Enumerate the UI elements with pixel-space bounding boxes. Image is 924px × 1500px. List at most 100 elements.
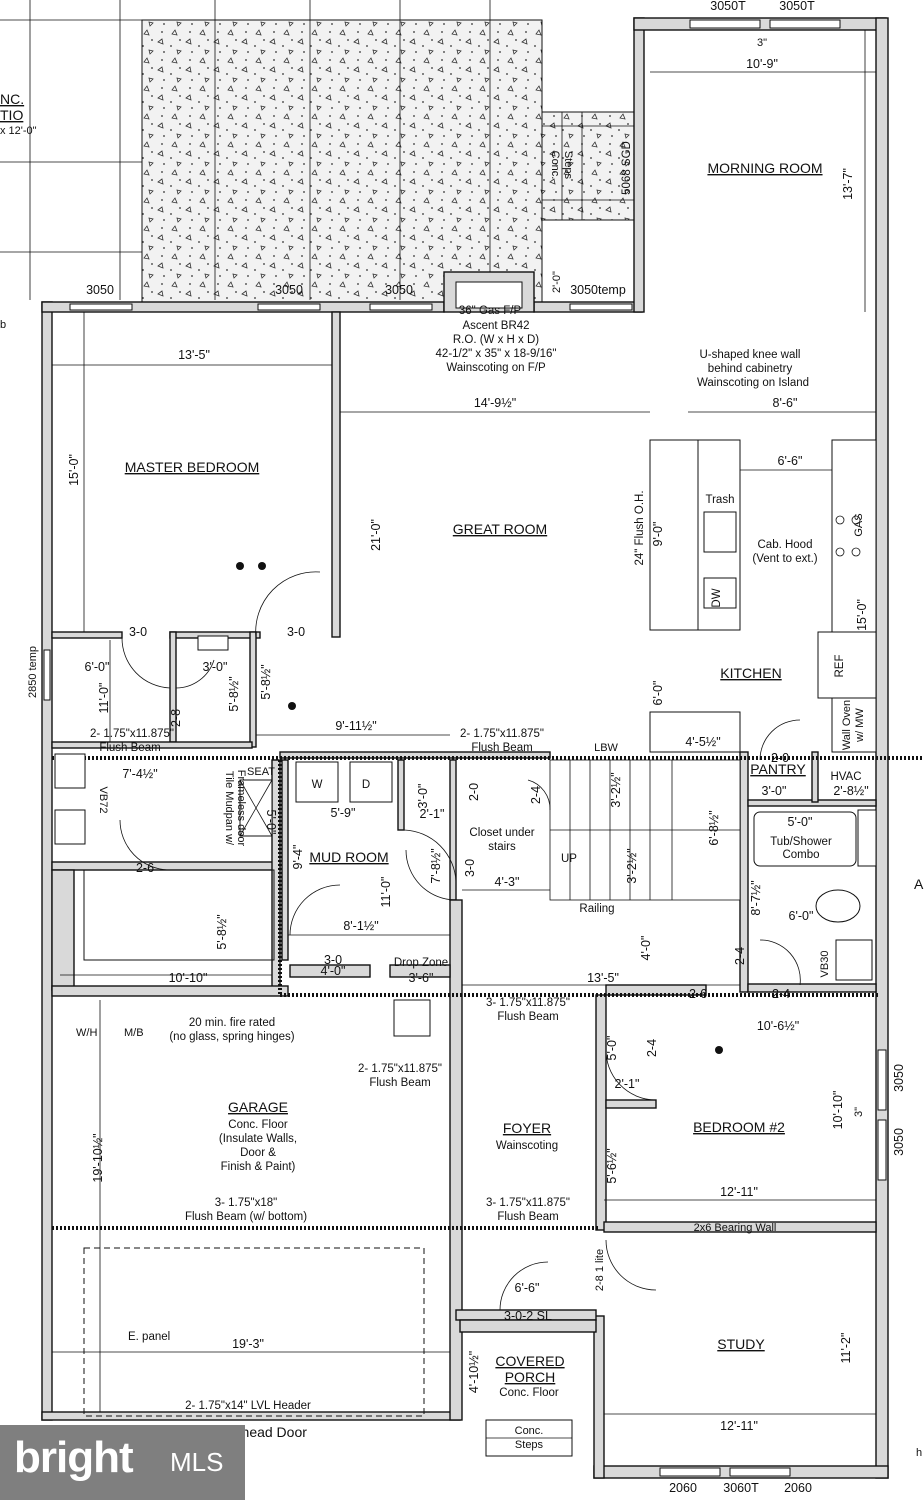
- room-patio-1: NC.: [0, 91, 24, 107]
- dim-d1211: 12'-11": [720, 1185, 758, 1199]
- room-patio-2: TIO: [0, 107, 23, 123]
- sgd-label: 5068 SGD: [621, 141, 633, 195]
- bedroom-light-icon: [715, 1046, 723, 1054]
- closet-outline: [83, 869, 275, 961]
- window-label-right-1: 3050: [892, 1064, 906, 1092]
- garage-detail-4: Finish & Paint): [221, 1161, 296, 1173]
- fireplace-note-5: Wainscoting on F/P: [446, 362, 546, 374]
- fire-door-1: 20 min. fire rated: [189, 1017, 275, 1029]
- dim-d410: 4'-10½": [467, 1351, 481, 1393]
- room-bedroom-2: BEDROOM #2: [693, 1119, 785, 1135]
- dim-d32a: 3'-2½": [609, 772, 623, 807]
- closet-note-2: stairs: [488, 841, 516, 853]
- lvl-header-label: 2- 1.75"x14" LVL Header: [185, 1400, 311, 1412]
- tub-note-1: Tub/Shower: [770, 836, 832, 848]
- hood-note-2: (Vent to ext.): [752, 553, 817, 565]
- dim-d3in: 3": [853, 1107, 865, 1117]
- dim-kitchen-150: 15'-0": [855, 599, 869, 631]
- room-covered-porch-1: COVERED: [495, 1353, 564, 1369]
- dim-d78: 7'-8½": [429, 848, 443, 883]
- sliding-door-label: 3-0-2 SL: [504, 1309, 552, 1323]
- dim-d60: 6'-0": [85, 660, 110, 674]
- dim-fp-20: 2'-0": [551, 271, 563, 293]
- beam-garage-1: 3- 1.75"x18": [215, 1197, 278, 1209]
- beam-foyer-top-1: 3- 1.75"x11.875": [486, 997, 570, 1009]
- dim-d36: 3'-6": [409, 971, 434, 985]
- watermark-brand: bright: [14, 1433, 134, 1482]
- dim-d110b: 11'-0": [379, 877, 393, 908]
- fireplace-note-1: 36" Gas F/P: [459, 305, 522, 317]
- knee-wall-note-1: U-shaped knee wall: [699, 349, 800, 361]
- dim-d26: 2-6: [136, 861, 154, 875]
- room-garage: GARAGE: [228, 1099, 288, 1115]
- dim-d1010: 10'-10": [169, 971, 208, 985]
- dim-morning-3: 3": [757, 37, 767, 49]
- knee-wall-note-3: Wainscoting on Island: [697, 377, 809, 389]
- dim-d193: 19'-3": [232, 1337, 264, 1351]
- dim-d21: 2'-1": [420, 807, 445, 821]
- dim-d30b: 3-0: [287, 625, 305, 639]
- conc-steps-bottom-1: Conc.: [515, 1425, 544, 1437]
- window-label-2: 3050: [275, 283, 303, 297]
- dim-d40b: 4'-0": [639, 936, 653, 961]
- dim-d58a: 5'-8½": [227, 676, 241, 711]
- mudpan-2: Frameless door: [235, 770, 247, 847]
- garage-door-outline: [83, 1247, 425, 1417]
- ceiling-fan-icon: [258, 562, 266, 570]
- room-mud-room: MUD ROOM: [309, 849, 388, 865]
- washer-label: W: [312, 779, 323, 791]
- fireplace-note-4: 42-1/2" x 35" x 18-9/16": [436, 348, 557, 360]
- conc-steps-top-1: Conc.: [549, 151, 561, 180]
- knee-wall-note-2: behind cabinetry: [708, 363, 793, 375]
- lbw-label: LBW: [594, 742, 618, 754]
- room-master-bedroom: MASTER BEDROOM: [125, 459, 260, 475]
- bearing-wall-label: 2x6 Bearing Wall: [694, 1222, 777, 1234]
- ceiling-fixture-icon: [236, 562, 244, 570]
- dim-d74: 7'-4½": [122, 767, 157, 781]
- dim-morning-h: 13'-7": [841, 168, 855, 200]
- dim-d30c: 3'-0": [203, 660, 228, 674]
- dim-d94: 9'-4": [291, 845, 305, 870]
- door-swings: [119, 571, 801, 1311]
- gas-label: GAS: [853, 513, 865, 536]
- wall-oven-1: Wall Oven: [841, 700, 853, 750]
- dim-kitchen-90: 9'-0": [651, 522, 665, 547]
- window-label-4: 3050temp: [570, 283, 626, 297]
- dim-d24d: 2-4: [645, 1039, 659, 1057]
- garage-detail-2: (Insulate Walls,: [219, 1133, 297, 1145]
- hood-note-1: Cab. Hood: [758, 539, 813, 551]
- conc-steps-bottom-2: Steps: [515, 1439, 544, 1451]
- closet-note-1: Closet under: [469, 827, 534, 839]
- dimension-lines: [52, 30, 876, 1415]
- dim-kitchen-60: 6'-0": [651, 681, 665, 706]
- dim-great-w: 14'-9½": [474, 396, 516, 410]
- tub-note-2: Combo: [782, 849, 819, 861]
- dim-d87: 8'-7½": [749, 880, 763, 915]
- dim-d28b: 2'-8½": [833, 784, 868, 798]
- beam-foyer-1: 3- 1.75"x11.875": [486, 1197, 570, 1209]
- dryer-label: D: [362, 779, 370, 791]
- dim-d21b: 2'-1": [615, 1077, 640, 1091]
- dim-d43: 4'-3": [495, 875, 520, 889]
- room-great-room: GREAT ROOM: [453, 521, 547, 537]
- beams: [52, 756, 924, 1230]
- dim-d56: 5'-6½": [605, 1148, 619, 1183]
- mb-label: M/B: [124, 1027, 144, 1039]
- overhead-door-label: erhead Door: [229, 1424, 307, 1440]
- beam-garage-2: Flush Beam (w/ bottom): [185, 1211, 307, 1223]
- dim-great-h: 21'-0": [369, 519, 383, 551]
- edge-h-label: h: [916, 1447, 922, 1459]
- fireplace-note-3: R.O. (W x H x D): [453, 334, 539, 346]
- bath-fixtures: [54, 635, 877, 1037]
- beam-garage-top-2: Flush Beam: [369, 1077, 430, 1089]
- dim-d1211b: 12'-11": [720, 1419, 758, 1433]
- dim-d24: 2-4: [529, 786, 543, 804]
- room-covered-porch-2: PORCH: [505, 1369, 556, 1385]
- dim-d60b: 6'-0": [789, 909, 814, 923]
- beam-foyer-2: Flush Beam: [497, 1211, 558, 1223]
- dim-d26b: 2-6: [689, 987, 707, 1001]
- light-fixture-icon: [288, 702, 296, 710]
- room-foyer: FOYER: [503, 1120, 551, 1136]
- beam-great-1: 2- 1.75"x11.875": [460, 728, 544, 740]
